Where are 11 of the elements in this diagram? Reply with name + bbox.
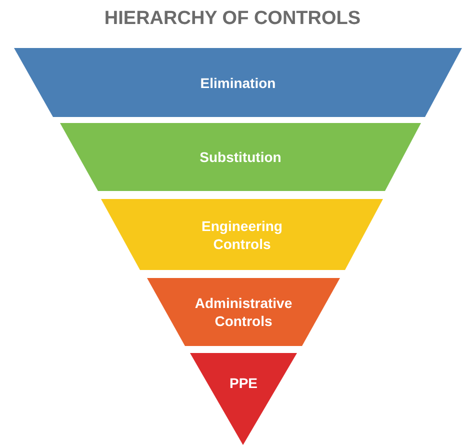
pyramid-band (190, 353, 297, 445)
band-label: Substitution (198, 148, 282, 166)
band-label: PPE (228, 374, 258, 392)
pyramid-band (147, 278, 340, 346)
pyramid-band (14, 48, 462, 117)
band-label: Engineering Controls (200, 216, 284, 252)
band-label: Elimination (199, 74, 277, 92)
pyramid-band (60, 123, 421, 191)
pyramid-band (101, 199, 383, 270)
band-label: Administrative Controls (194, 294, 294, 330)
diagram-title: HIERARCHY OF CONTROLS (103, 8, 362, 30)
